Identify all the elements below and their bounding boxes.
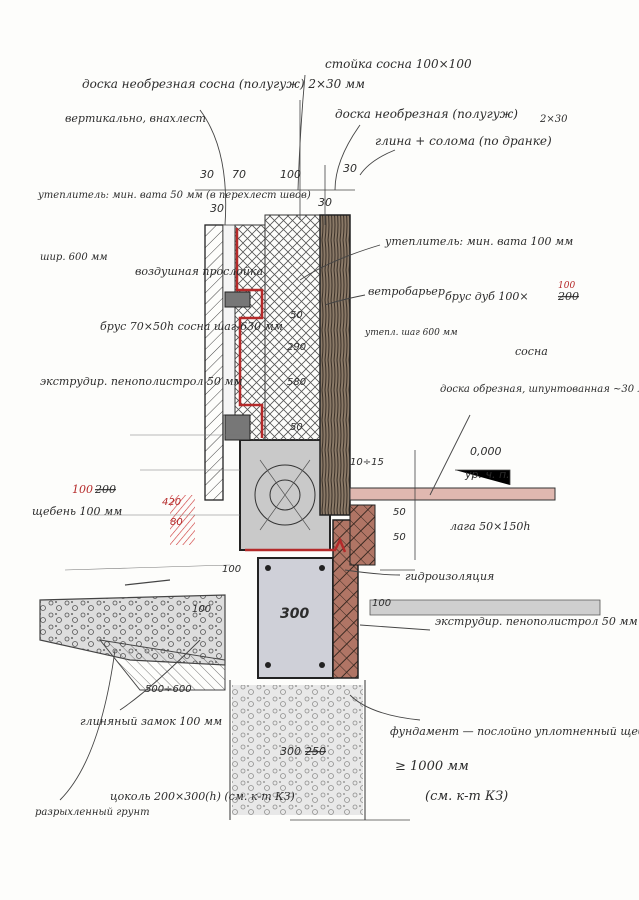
- dim-top-2: 70: [232, 168, 246, 181]
- label-air-gap: воздушная прослойка: [135, 265, 263, 278]
- label-clay-straw: глина + солома (по дранке): [375, 134, 552, 148]
- label-width-300-old: 250: [305, 745, 326, 758]
- dim-top-3: 100: [280, 168, 301, 181]
- label-bottom-width: 500÷600: [145, 684, 192, 695]
- label-foundation: фундамент — послойно уплотненный щебень: [390, 725, 639, 738]
- ground-right: [369, 599, 601, 616]
- rebar-4: [319, 662, 325, 668]
- label-range: 10÷15: [350, 457, 384, 468]
- inner-board: [319, 214, 351, 516]
- red-hatch-area: [170, 495, 195, 545]
- label-top-left-board: доска необрезная сосна (полугуж) 2×30 мм: [82, 77, 365, 91]
- label-insul-left: утеплитель: мин. вата 50 мм (в перехлест…: [37, 190, 311, 201]
- label-bar-pine: брус 70×50h сосна шаг-630 мм: [100, 320, 283, 333]
- label-depth: ≥ 1000 мм: [395, 759, 469, 774]
- label-board-pine: доска обрезная, шпунтованная ~30 мм: [440, 384, 639, 395]
- label-plinth: цоколь 200×300(h) (см. к-т КЗ): [110, 790, 295, 803]
- dim-wall-4: 50: [290, 422, 303, 433]
- floor-joist: [349, 504, 376, 566]
- dim-red-left-1: 420: [162, 497, 181, 508]
- label-clay-lock: глиняный замок 100 мм: [80, 715, 222, 728]
- foundation-trench: [229, 680, 366, 820]
- dim-top-sub-right: 30: [318, 196, 332, 209]
- mineral-wool: [264, 214, 321, 441]
- label-board-right: доска необрезная (полугуж): [335, 107, 518, 121]
- dim-wall-2: 290: [287, 342, 306, 353]
- dim-plinth-inner: 100: [372, 598, 391, 609]
- dim-top-sub-left: 30: [210, 202, 224, 215]
- plinth-block: [257, 557, 334, 679]
- dim-floor-2: 50: [393, 532, 406, 543]
- pine-bar-2: [224, 414, 251, 441]
- dim-top-4: 30: [343, 162, 357, 175]
- label-waterproofing: гидроизоляция: [405, 570, 494, 583]
- label-wind-barrier: ветробарьер: [368, 285, 445, 298]
- oak-ring: [254, 464, 316, 526]
- dim-plinth-side: 100: [192, 604, 211, 615]
- label-joist: лага 50×150h: [450, 520, 530, 533]
- rebar-1: [265, 565, 271, 571]
- label-insul-step: утепл. шаг 600 мм: [364, 328, 458, 338]
- waterproofing-line: [245, 536, 347, 553]
- label-insul-right: утеплитель: мин. вата 100 мм: [384, 235, 573, 248]
- label-board-right-dim: 2×30: [539, 114, 568, 125]
- label-level-label: ур. ч. п.: [464, 468, 510, 481]
- dim-top-1: 30: [200, 168, 214, 181]
- floor-board: [349, 487, 556, 501]
- label-xps-left: экструдир. пенополистрол 50 мм: [40, 375, 243, 388]
- label-kz-ref: (см. к-т КЗ): [425, 789, 508, 804]
- label-xps-right: экструдир. пенополистрол 50 мм: [435, 615, 638, 628]
- label-gravel-left: щебень 100 мм: [32, 505, 122, 518]
- rebar-2: [319, 565, 325, 571]
- dim-wall-1: 50: [290, 310, 303, 321]
- label-stud: стойка сосна 100×100: [325, 57, 472, 71]
- label-bar-oak-new: 100: [558, 281, 575, 291]
- pine-bar-1: [224, 291, 251, 308]
- label-vertical: вертикально, внахлест: [65, 112, 206, 125]
- label-pine: сосна: [515, 345, 548, 358]
- dim-wall-3: 580: [287, 377, 306, 388]
- label-gravel-old: 200: [94, 483, 116, 496]
- label-level-value: 0,000: [470, 445, 502, 458]
- wind-barrier-line: [235, 228, 264, 438]
- dim-floor-1: 50: [393, 507, 406, 518]
- rebar-3: [265, 662, 271, 668]
- label-ground: разрыхленный грунт: [35, 807, 150, 818]
- dim-plinth-top: 100: [222, 564, 241, 575]
- label-gravel-new: 100: [72, 483, 93, 496]
- label-bar-oak: брус дуб 100×: [445, 290, 529, 303]
- clay-lock: [98, 639, 226, 691]
- dim-red-left-2: 80: [170, 517, 183, 528]
- label-width-300: 300: [280, 745, 301, 758]
- label-bar-oak-old: 200: [557, 290, 579, 303]
- label-width-600: шир. 600 мм: [40, 252, 108, 263]
- label-plinth-mark: 300: [280, 606, 309, 622]
- foundation-gravel: [232, 685, 363, 815]
